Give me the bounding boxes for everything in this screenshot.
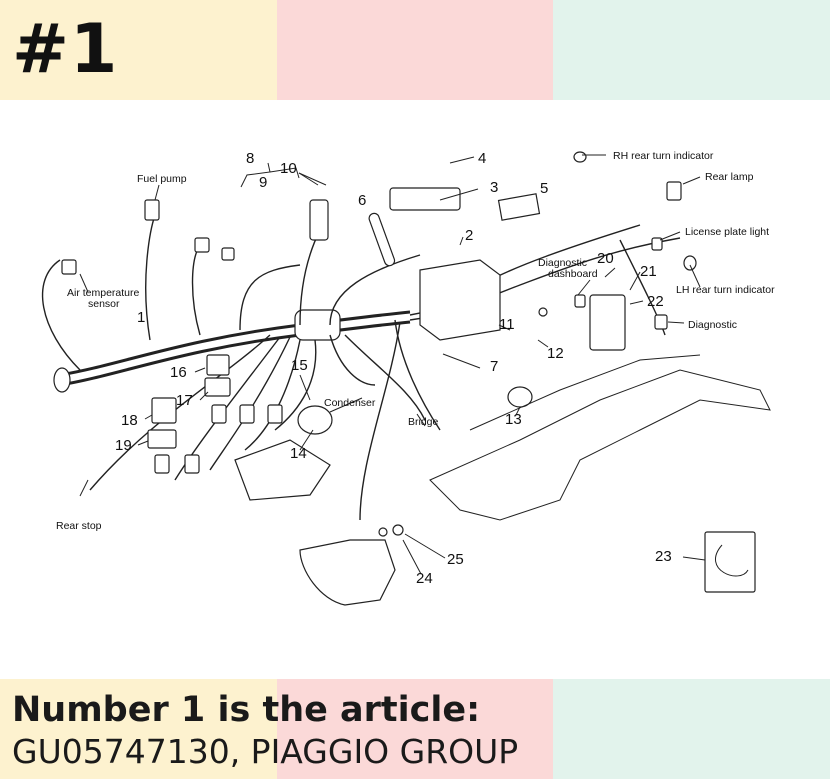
label-air-temperature-sensor: sensor — [88, 298, 120, 310]
top-color-band — [0, 0, 830, 100]
part-number-15: 15 — [291, 357, 308, 374]
label-air-temperature: Air temperature — [67, 287, 140, 299]
part-number-18: 18 — [121, 412, 138, 429]
wiring-harness-diagram: 1 2 3 4 5 6 7 8 9 10 11 12 13 14 15 16 1… — [41, 150, 775, 606]
part-number-8: 8 — [246, 150, 254, 167]
part-number-22: 22 — [647, 293, 664, 310]
bottom-color-band — [0, 679, 830, 779]
part-number-2: 2 — [465, 227, 473, 244]
part-number-14: 14 — [290, 445, 307, 462]
part-number-17: 17 — [176, 392, 193, 409]
part-number-7: 7 — [490, 358, 498, 375]
part-number-1: 1 — [137, 309, 145, 326]
part-number-24: 24 — [416, 570, 433, 587]
label-rh-rear-turn-indicator: RH rear turn indicator — [613, 150, 714, 162]
part-number-6: 6 — [358, 192, 366, 209]
part-number-25: 25 — [447, 551, 464, 568]
part-number-10: 10 — [280, 160, 297, 177]
label-diagnostic-dashboard-1: Diagnostic — [538, 257, 587, 269]
label-condenser: Condenser — [324, 397, 376, 409]
label-bridge: Bridge — [408, 416, 439, 428]
caption-title: Number 1 is the article: — [12, 690, 481, 730]
part-number-23: 23 — [655, 548, 672, 565]
part-number-11: 11 — [499, 316, 515, 333]
label-fuel-pump: Fuel pump — [137, 173, 187, 185]
part-number-9: 9 — [259, 174, 267, 191]
component-labels: Fuel pump Air temperature sensor Rear st… — [56, 150, 775, 532]
label-rear-lamp: Rear lamp — [705, 171, 754, 183]
part-number-20: 20 — [597, 250, 614, 267]
caption-article-code: GU05747130, PIAGGIO GROUP — [12, 732, 519, 771]
part-number-3: 3 — [490, 179, 498, 196]
label-diagnostic: Diagnostic — [688, 319, 737, 331]
frame — [429, 354, 771, 521]
label-rear-stop: Rear stop — [56, 520, 102, 532]
label-diagnostic-dashboard-2: dashboard — [548, 268, 598, 280]
part-number-5: 5 — [540, 180, 548, 197]
item-number-badge: #1 — [12, 10, 119, 89]
part-number-19: 19 — [115, 437, 132, 454]
part-number-13: 13 — [505, 411, 522, 428]
part-numbers: 1 2 3 4 5 6 7 8 9 10 11 12 13 14 15 16 1… — [115, 150, 672, 587]
label-lh-rear-turn-indicator: LH rear turn indicator — [676, 284, 775, 296]
leader-lines — [79, 154, 706, 575]
part-number-21: 21 — [640, 263, 657, 280]
part-number-4: 4 — [478, 150, 486, 167]
part-number-16: 16 — [170, 364, 187, 381]
part-number-12: 12 — [547, 345, 564, 362]
parts — [61, 151, 756, 606]
label-license-plate-light: License plate light — [685, 226, 769, 238]
